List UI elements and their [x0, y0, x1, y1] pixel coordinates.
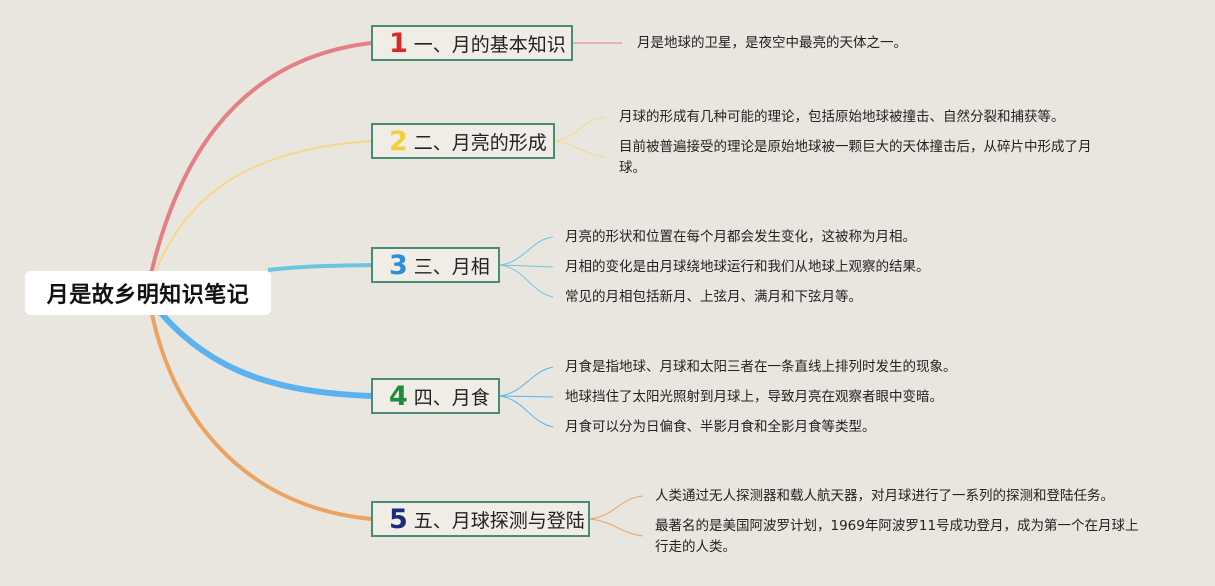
root-title: 月是故乡明知识笔记	[46, 283, 250, 308]
branch-4-notes: 月食是指地球、月球和太阳三者在一条直线上排列时发生的现象。 地球挡住了太阳光照射…	[565, 357, 957, 438]
connector-root-to-branch-1	[148, 41, 372, 279]
connector-branch-3-leaf-2	[499, 264, 554, 268]
note-text: 人类通过无人探测器和载人航天器，对月球进行了一系列的探测和登陆任务。	[655, 488, 1114, 504]
branch-number-2: 2	[389, 125, 408, 157]
note-text: 月是地球的卫星，是夜空中最亮的天体之一。	[637, 35, 907, 51]
note-text: 月食是指地球、月球和太阳三者在一条直线上排列时发生的现象。	[565, 359, 957, 375]
branch-5-notes: 人类通过无人探测器和载人航天器，对月球进行了一系列的探测和登陆任务。	[655, 486, 1114, 507]
note-text: 常见的月相包括新月、上弦月、满月和下弦月等。	[565, 289, 862, 305]
connector-root-to-branch-5	[150, 313, 372, 521]
note-text: 月球的形成有几种可能的理论，包括原始地球被撞击、自然分裂和捕获等。	[619, 109, 1065, 125]
branch-number-5: 5	[389, 503, 408, 535]
branch-number-1: 1	[389, 27, 408, 59]
branch-2-node[interactable]: 2 二、月亮的形成	[371, 123, 555, 159]
note-text: 最著名的是美国阿波罗计划，1969年阿波罗11号成功登月，成为第一个在月球上	[655, 518, 1139, 534]
connector-root-to-branch-2	[153, 140, 372, 276]
branch-4-node[interactable]: 4 四、月食	[371, 378, 500, 414]
note-text: 月亮的形状和位置在每个月都会发生变化，这被称为月相。	[565, 229, 916, 245]
branch-2-notes: 月球的形成有几种可能的理论，包括原始地球被撞击、自然分裂和捕获等。	[619, 107, 1065, 128]
branch-number-4: 4	[389, 380, 408, 412]
note-text: 球。	[619, 160, 646, 176]
connector-root-to-branch-3	[267, 263, 372, 272]
connector-branch-5-leaf-1	[589, 495, 644, 520]
branch-3-notes: 月亮的形状和位置在每个月都会发生变化，这被称为月相。 月相的变化是由月球绕地球运…	[565, 227, 930, 308]
branch-1-notes: 月是地球的卫星，是夜空中最亮的天体之一。	[637, 33, 907, 54]
branch-label-4: 四、月食	[413, 386, 490, 409]
connector-branch-4-leaf-1	[499, 366, 554, 397]
branch-number-3: 3	[389, 249, 408, 281]
branch-label-1: 一、月的基本知识	[413, 33, 566, 56]
connector-root-to-branch-4	[157, 310, 372, 399]
note-text: 地球挡住了太阳光照射到月球上，导致月亮在观察者眼中变暗。	[565, 389, 943, 405]
connector-branch-2-leaf-1	[554, 116, 606, 142]
note-text: 月相的变化是由月球绕地球运行和我们从地球上观察的结果。	[565, 259, 930, 275]
connector-branch-3-leaf-1	[499, 236, 554, 266]
connector-branch-5-leaf-2	[589, 518, 644, 537]
branch-3-node[interactable]: 3 三、月相	[371, 247, 500, 283]
root-node[interactable]: 月是故乡明知识笔记	[25, 271, 271, 315]
branch-label-5: 五、月球探测与登陆	[413, 509, 585, 532]
note-text: 月食可以分为日偏食、半影月食和全影月食等类型。	[565, 419, 876, 435]
branch-5-node[interactable]: 5 五、月球探测与登陆	[371, 501, 590, 537]
connector-branch-4-leaf-3	[499, 395, 554, 428]
branch-label-3: 三、月相	[413, 255, 490, 278]
connector-branch-4-leaf-2	[499, 395, 554, 398]
note-text: 行走的人类。	[655, 539, 736, 555]
connector-branch-3-leaf-3	[499, 264, 554, 298]
branch-5-notes-cont: 最著名的是美国阿波罗计划，1969年阿波罗11号成功登月，成为第一个在月球上 行…	[655, 516, 1139, 558]
branch-2-notes-cont: 目前被普遍接受的理论是原始地球被一颗巨大的天体撞击后，从碎片中形成了月 球。	[619, 137, 1092, 179]
connector-branch-2-leaf-2	[554, 140, 606, 158]
branch-1-node[interactable]: 1 一、月的基本知识	[371, 25, 573, 61]
branch-label-2: 二、月亮的形成	[413, 131, 547, 154]
note-text: 目前被普遍接受的理论是原始地球被一颗巨大的天体撞击后，从碎片中形成了月	[619, 139, 1092, 155]
